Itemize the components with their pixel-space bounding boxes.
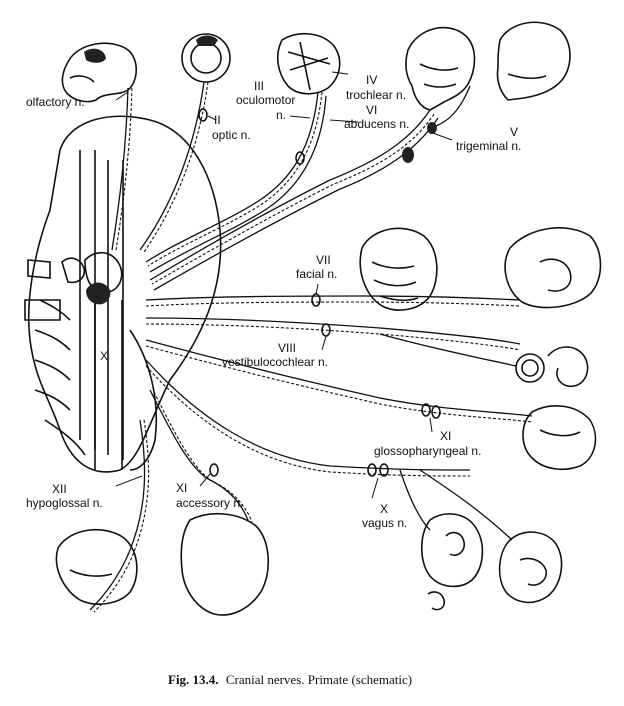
label-vestibulo: vestibulocochlear n.	[222, 355, 328, 369]
brainstem	[24, 115, 222, 473]
label-facial-num: VII	[316, 253, 331, 267]
label-vestibulo-num: VIII	[278, 341, 296, 355]
trigeminal-head-1	[405, 26, 476, 111]
caption-prefix: Fig. 13.4.	[168, 672, 219, 687]
tongue-head	[522, 405, 597, 471]
label-hypoglossal-num: XII	[52, 482, 67, 496]
ear-head	[504, 227, 602, 309]
eye-drawing	[181, 33, 231, 83]
label-oculomotor-num: III	[254, 79, 264, 93]
label-glosso: glossopharyngeal n.	[374, 444, 481, 458]
label-optic: optic n.	[212, 128, 251, 142]
nerve-labels: olfactory n. II optic n. III oculomotor …	[26, 73, 521, 530]
label-vagus: vagus n.	[362, 516, 407, 530]
label-optic-num: II	[214, 113, 221, 127]
label-abducens: abducens n.	[344, 117, 409, 131]
olfactory-head	[61, 42, 138, 103]
label-oculomotor-n: n.	[276, 108, 286, 122]
label-abducens-num: VI	[366, 103, 377, 117]
eye-muscles-drawing	[276, 33, 341, 95]
leader-lines	[115, 71, 453, 499]
vagus-viscera	[420, 513, 563, 611]
figure-caption: Fig. 13.4. Cranial nerves. Primate (sche…	[168, 672, 412, 687]
label-oculomotor: oculomotor	[236, 93, 295, 107]
label-vagus-num: X	[380, 502, 388, 516]
label-hypoglossal: hypoglossal n.	[26, 496, 103, 510]
accessory-shoulder	[180, 512, 270, 616]
cochlea-drawing	[515, 346, 589, 388]
label-brain-x: X	[100, 349, 108, 363]
nerve-bundles	[89, 81, 533, 613]
label-glosso-num: XI	[440, 429, 451, 443]
caption-text: Cranial nerves. Primate (schematic)	[226, 672, 412, 687]
label-accessory: accessory n.	[176, 496, 243, 510]
hypoglossal-head	[55, 528, 138, 605]
ganglia	[198, 108, 441, 477]
label-facial: facial n.	[296, 267, 337, 281]
label-olfactory: olfactory n.	[26, 95, 85, 109]
label-trigeminal-num: V	[510, 125, 518, 139]
label-trochlear-num: IV	[366, 73, 377, 87]
label-trigeminal: trigeminal n.	[456, 139, 521, 153]
trigeminal-head-2	[496, 21, 571, 101]
label-trochlear: trochlear n.	[346, 88, 406, 102]
facial-head	[359, 227, 438, 311]
label-accessory-num: XI	[176, 481, 187, 495]
